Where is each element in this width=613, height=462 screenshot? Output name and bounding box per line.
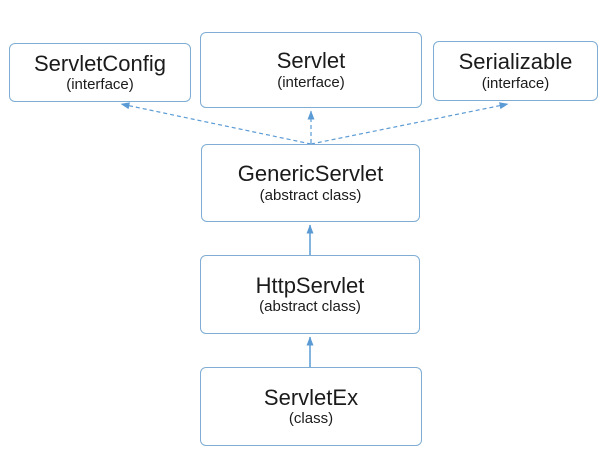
node-servletconfig-title: ServletConfig [33, 50, 167, 76]
node-httpservlet-title: HttpServlet [255, 272, 365, 298]
node-servletconfig-stereotype: (interface) [66, 76, 134, 94]
node-genericservlet-stereotype: (abstract class) [259, 186, 362, 204]
node-servlet-title: Servlet [276, 48, 346, 74]
implements-arrow-genericservlet-to-serializable [310, 102, 509, 145]
node-httpservlet: HttpServlet (abstract class) [200, 255, 420, 334]
node-servlet: Servlet (interface) [200, 32, 422, 108]
node-servlet-stereotype: (interface) [277, 73, 345, 91]
node-serializable-title: Serializable [458, 49, 573, 75]
node-genericservlet-title: GenericServlet [237, 161, 384, 187]
node-genericservlet: GenericServlet (abstract class) [201, 144, 420, 222]
node-servletex: ServletEx (class) [200, 367, 422, 446]
node-httpservlet-stereotype: (abstract class) [259, 298, 361, 316]
node-serializable: Serializable (interface) [433, 41, 598, 101]
node-serializable-stereotype: (interface) [481, 74, 550, 92]
node-servletex-stereotype: (class) [288, 410, 334, 428]
node-servletconfig: ServletConfig (interface) [9, 43, 191, 102]
implements-arrow-genericservlet-to-servletconfig [120, 102, 312, 145]
node-servletex-title: ServletEx [263, 384, 359, 410]
